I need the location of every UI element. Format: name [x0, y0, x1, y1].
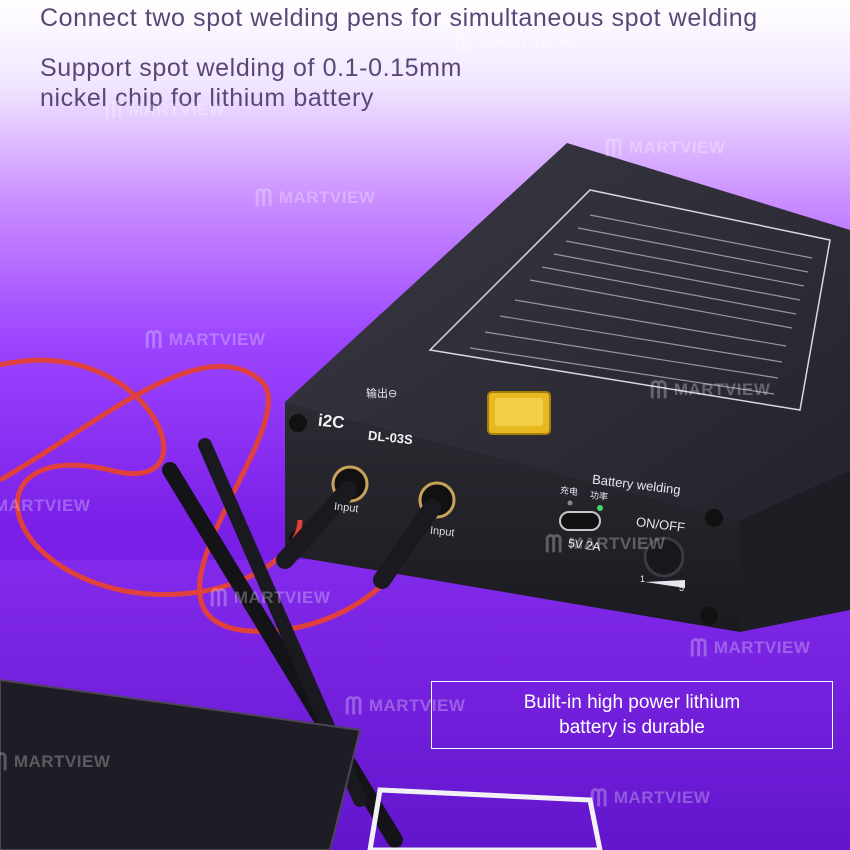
watermark-logo-icon: ᗰ	[145, 326, 163, 354]
cable-right	[0, 364, 403, 634]
scale-max-label: 5	[679, 583, 685, 593]
output-label: 输出⊖	[366, 388, 398, 400]
power-scale-icon	[645, 580, 685, 588]
nickel-strip	[367, 787, 603, 850]
power-led-icon	[597, 505, 603, 511]
instruction-label	[428, 189, 831, 411]
input-label-right: Input	[429, 524, 456, 540]
feature-caption: Built-in high power lithium battery is d…	[431, 681, 833, 749]
watermark-logo-icon: ᗰ	[345, 692, 363, 720]
device-top	[285, 143, 850, 520]
watermark-logo-icon: ᗰ	[605, 134, 623, 162]
headline-line-2: Support spot welding of 0.1-0.15mm	[40, 54, 463, 82]
cable-left	[0, 357, 303, 597]
device-side	[740, 470, 850, 632]
power-label: 功率	[589, 489, 609, 503]
battery-plate	[0, 678, 362, 850]
watermark-logo-icon: ᗰ	[455, 28, 473, 56]
headline-line-3: nickel chip for lithium battery	[40, 84, 375, 112]
scale-min-label: 1	[640, 574, 646, 584]
instruction-text-lines	[469, 214, 813, 395]
watermark-logo-icon: ᗰ	[255, 184, 273, 212]
watermark-logo-icon: ᗰ	[690, 634, 708, 662]
watermark-logo-icon: ᗰ	[590, 784, 608, 812]
brand-logo: i2C	[317, 410, 346, 433]
headline-line-1: Connect two spot welding pens for simult…	[40, 4, 758, 32]
charge-led-icon	[567, 500, 573, 506]
usbc-port-icon	[559, 511, 601, 531]
screw-icon	[705, 509, 723, 527]
watermark-logo-icon: ᗰ	[210, 584, 228, 612]
caption-line-1: Built-in high power lithium	[523, 692, 741, 713]
watermark-logo-icon: ᗰ	[545, 530, 563, 558]
device-front	[285, 402, 740, 632]
screw-icon	[289, 414, 307, 432]
watermark-logo-icon: ᗰ	[105, 96, 123, 124]
watermark-logo-icon: ᗰ	[0, 748, 8, 776]
screw-icon	[700, 607, 718, 625]
charge-label: 充电	[559, 484, 579, 498]
watermark-logo-icon: ᗰ	[650, 376, 668, 404]
input-label-left: Input	[333, 500, 360, 516]
caption-line-2: battery is durable	[559, 717, 705, 738]
power-knob	[643, 536, 685, 578]
